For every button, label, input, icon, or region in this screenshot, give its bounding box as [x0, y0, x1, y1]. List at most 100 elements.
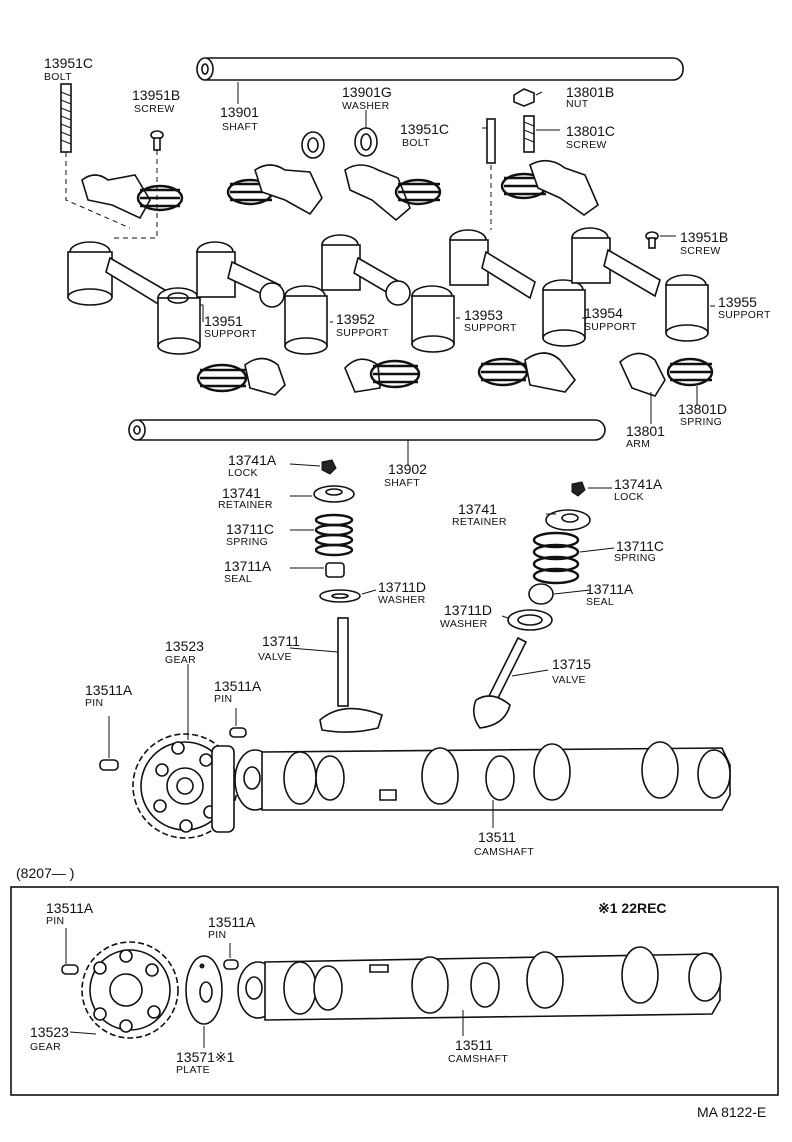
pin-13511a-top-drawing — [99, 727, 247, 771]
label-13711a-seal-right: 13711A SEAL — [586, 581, 634, 608]
svg-text:GEAR: GEAR — [165, 654, 196, 666]
label-13741a-lock-right: 13741A LOCK — [614, 476, 663, 503]
svg-text:13711C: 13711C — [616, 538, 664, 554]
svg-text:13711A: 13711A — [224, 558, 272, 574]
label-13711a-seal-left: 13711A SEAL — [224, 558, 272, 585]
svg-text:BOLT: BOLT — [402, 137, 430, 149]
support-13954-drawing — [449, 229, 586, 347]
label-13511a-pin-box-left: 13511A PIN — [46, 900, 94, 927]
svg-text:SEAL: SEAL — [224, 573, 252, 585]
label-13951-support: 13951 SUPPORT — [204, 313, 257, 340]
valve-assembly-left-drawing — [313, 459, 383, 733]
svg-text:13901G: 13901G — [342, 84, 392, 100]
label-13741-retainer-left: 13741 RETAINER — [218, 485, 273, 511]
svg-text:13741A: 13741A — [228, 452, 277, 468]
label-13801-arm: 13801 ARM — [626, 423, 665, 450]
svg-text:ARM: ARM — [626, 438, 650, 450]
svg-text:13523: 13523 — [165, 638, 204, 654]
svg-text:13951C: 13951C — [44, 55, 93, 71]
svg-text:13511A: 13511A — [214, 678, 262, 694]
svg-text:SPRING: SPRING — [680, 416, 722, 428]
label-13741a-lock-left: 13741A LOCK — [228, 452, 277, 479]
nut-13801b-drawing — [513, 88, 535, 107]
svg-text:13741: 13741 — [458, 501, 497, 517]
svg-text:WASHER: WASHER — [342, 100, 390, 112]
screw-13951b-left-drawing — [150, 130, 164, 151]
box-note: ※1 22REC — [598, 900, 667, 916]
svg-text:SPRING: SPRING — [614, 552, 656, 564]
leader-lines — [65, 82, 715, 1048]
svg-text:GEAR: GEAR — [30, 1041, 61, 1053]
valve-assembly-right-drawing — [472, 481, 591, 729]
svg-text:13801C: 13801C — [566, 123, 615, 139]
label-13902-shaft: 13902 SHAFT — [384, 461, 427, 489]
svg-text:CAMSHAFT: CAMSHAFT — [474, 846, 534, 858]
label-13711d-washer-right: 13711D WASHER — [440, 602, 492, 630]
svg-text:BOLT: BOLT — [44, 71, 72, 83]
svg-text:PIN: PIN — [214, 693, 232, 705]
svg-text:13741: 13741 — [222, 485, 261, 501]
svg-text:13954: 13954 — [584, 305, 623, 321]
label-13953-support: 13953 SUPPORT — [464, 307, 517, 334]
rocker-arm-lower-3-drawing — [477, 352, 577, 393]
svg-text:13901: 13901 — [220, 104, 259, 120]
svg-text:13711A: 13711A — [586, 581, 634, 597]
label-13951c-bolt-mid: 13951C BOLT — [400, 121, 449, 149]
rocker-arm-13801-drawing — [619, 352, 714, 397]
svg-text:SUPPORT: SUPPORT — [336, 327, 389, 339]
svg-text:RETAINER: RETAINER — [218, 499, 273, 511]
svg-text:13951B: 13951B — [132, 87, 180, 103]
svg-text:WASHER: WASHER — [440, 618, 488, 630]
svg-text:SHAFT: SHAFT — [384, 477, 420, 489]
svg-text:13801D: 13801D — [678, 401, 727, 417]
svg-text:13952: 13952 — [336, 311, 375, 327]
svg-text:13715: 13715 — [552, 656, 591, 672]
svg-text:SEAL: SEAL — [586, 596, 614, 608]
label-13951b-screw-right: 13951B SCREW — [680, 229, 728, 257]
rocker-shaft-13902-drawing — [128, 419, 606, 441]
camshaft-gear-13523-box-drawing — [81, 941, 179, 1039]
svg-text:SUPPORT: SUPPORT — [584, 321, 637, 333]
variant-box-frame — [10, 886, 779, 1096]
rocker-arm-lower-1-drawing — [196, 357, 286, 396]
label-13955-support: 13955 SUPPORT — [718, 294, 771, 321]
screw-13951b-right-drawing — [645, 231, 659, 249]
svg-text:13511: 13511 — [455, 1037, 493, 1053]
svg-text:VALVE: VALVE — [258, 651, 292, 663]
svg-text:13951: 13951 — [204, 313, 243, 329]
label-13511a-pin-mid: 13511A PIN — [214, 678, 262, 705]
box-date-range: (8207— ) — [16, 865, 74, 881]
stud-bolt-13951c-drawing — [60, 83, 72, 153]
label-13951c-bolt-top: 13951C BOLT — [44, 55, 93, 83]
support-13955-drawing — [571, 227, 709, 342]
camshaft-13511-box-drawing — [237, 946, 722, 1021]
svg-text:SUPPORT: SUPPORT — [718, 309, 771, 321]
label-13711-valve: 13711 VALVE — [258, 633, 300, 663]
svg-text:RETAINER: RETAINER — [452, 516, 507, 528]
svg-text:NUT: NUT — [566, 98, 589, 110]
screw-13801c-drawing — [523, 115, 535, 153]
svg-text:13902: 13902 — [388, 461, 427, 477]
label-13523-gear-top: 13523 GEAR — [165, 638, 204, 666]
svg-text:SCREW: SCREW — [134, 103, 175, 115]
bolt-13951c-mid-drawing — [486, 118, 496, 164]
label-13511a-pin-left: 13511A PIN — [85, 682, 133, 709]
svg-text:13741A: 13741A — [614, 476, 663, 492]
svg-text:13511A: 13511A — [208, 914, 256, 930]
label-13711c-spring-left: 13711C SPRING — [226, 521, 274, 548]
label-13901g-washer: 13901G WASHER — [342, 84, 392, 112]
svg-text:VALVE: VALVE — [552, 674, 586, 686]
label-13951b-screw-left: 13951B SCREW — [132, 87, 180, 115]
svg-text:PLATE: PLATE — [176, 1064, 210, 1076]
label-13571-plate: 13571※1 PLATE — [176, 1049, 235, 1076]
label-13801d-spring: 13801D SPRING — [678, 401, 727, 428]
svg-text:LOCK: LOCK — [614, 491, 644, 503]
svg-text:13801B: 13801B — [566, 84, 614, 100]
svg-text:13711: 13711 — [262, 633, 300, 649]
svg-text:13523: 13523 — [30, 1024, 69, 1040]
label-13954-support: 13954 SUPPORT — [584, 305, 637, 333]
label-13741-retainer-right: 13741 RETAINER — [452, 501, 507, 528]
svg-text:LOCK: LOCK — [228, 467, 258, 479]
label-13715-valve: 13715 VALVE — [552, 656, 591, 686]
